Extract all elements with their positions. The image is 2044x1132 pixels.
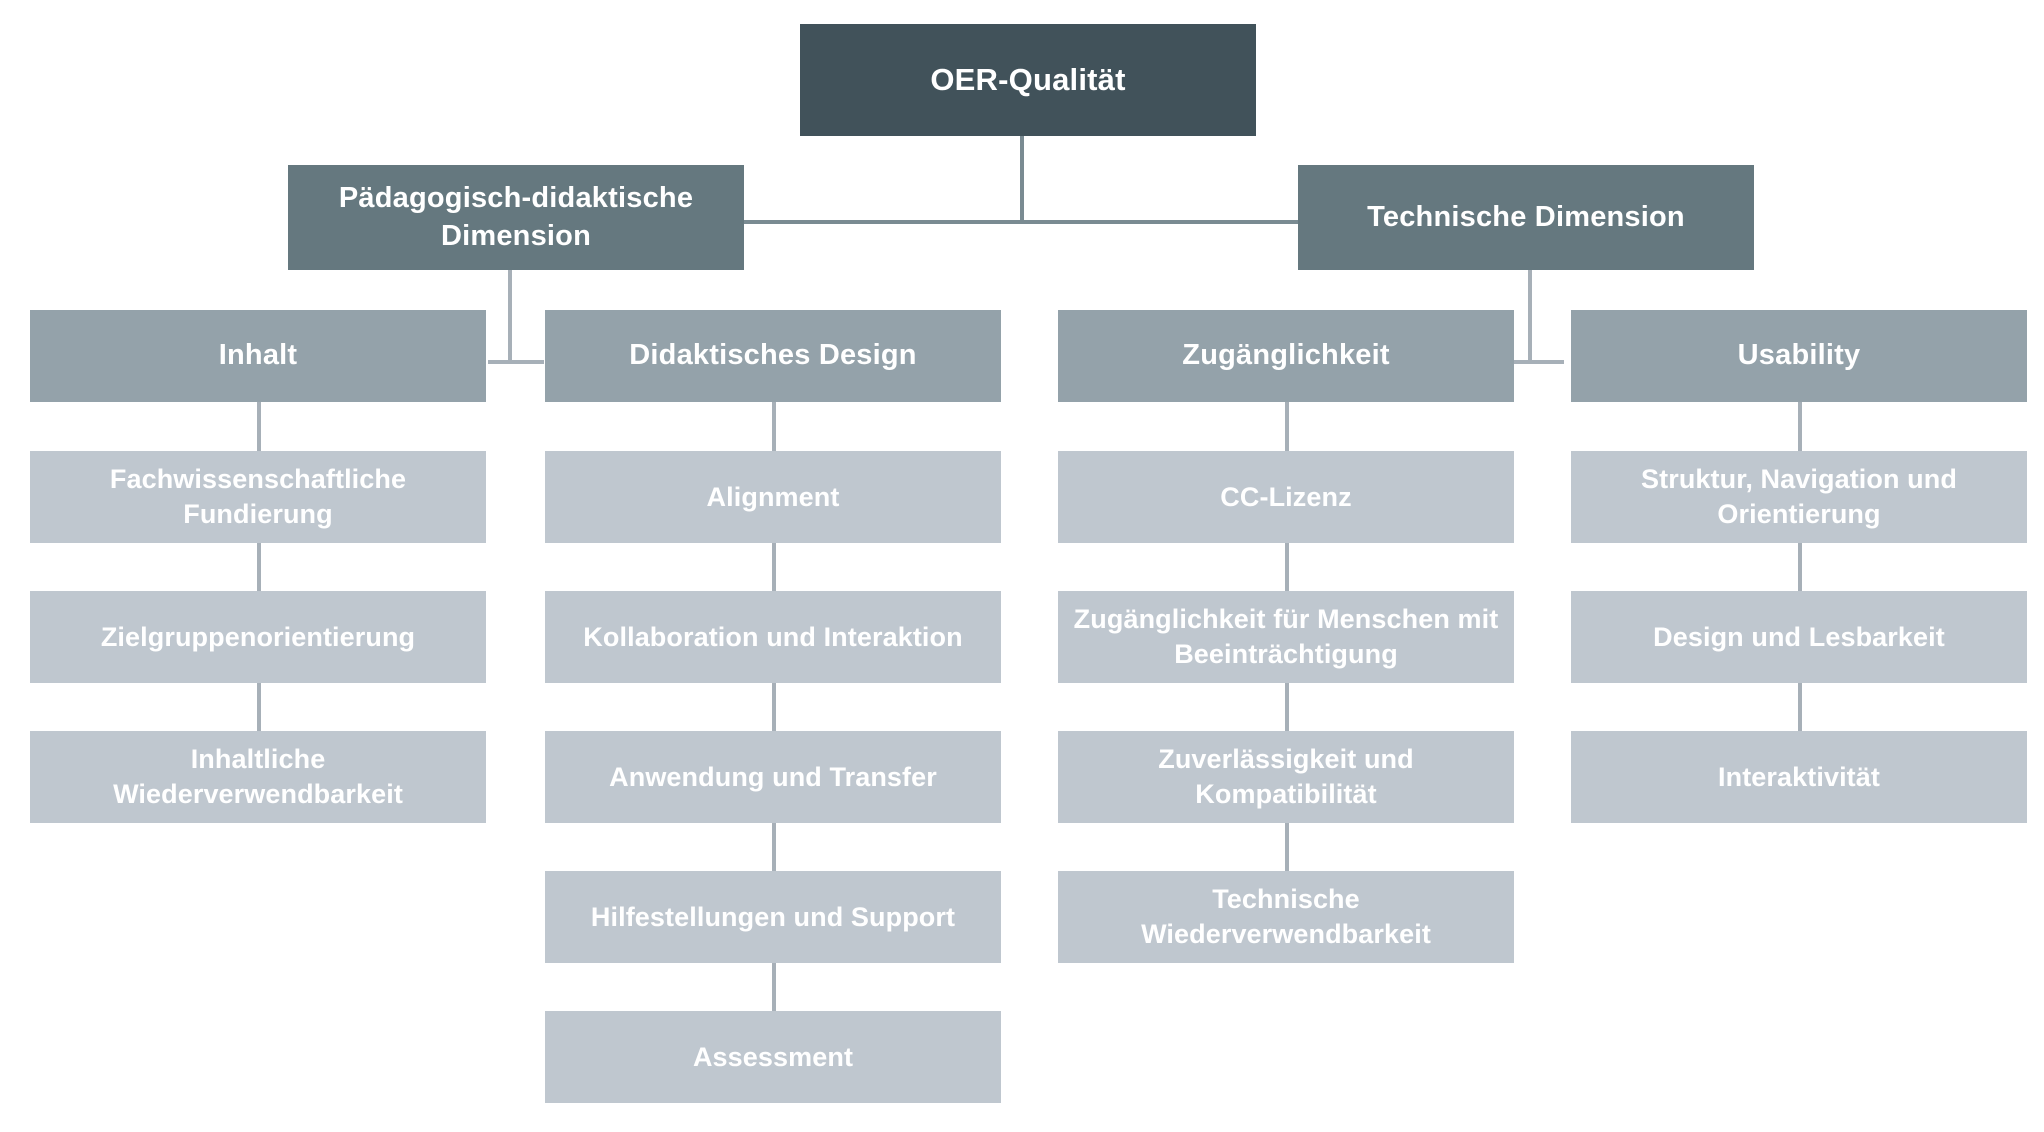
node-root-oer-qualitaet[interactable]: OER-Qualität: [800, 24, 1256, 136]
node-criterion-label: CC-Lizenz: [1220, 481, 1352, 512]
node-criterion-zugaenglichkeit-fuer-menschen-mit-beeintraechtigung[interactable]: Zugänglichkeit für Menschen mit Beeinträ…: [1058, 591, 1514, 683]
connector-technical-stem: [1528, 270, 1532, 362]
node-dimension-technische[interactable]: Technische Dimension: [1298, 165, 1754, 270]
node-criterion-label: Zugänglichkeit für Menschen mit Beeinträ…: [1073, 604, 1499, 669]
node-criterion-label: Hilfestellungen und Support: [590, 901, 956, 932]
node-criterion-zuverlaessigkeit-und-kompatibilitaet[interactable]: Zuverlässigkeit und Kompatibilität: [1058, 731, 1514, 823]
node-dimension-paedagogisch-didaktische[interactable]: Pädagogisch-didaktische Dimension: [288, 165, 744, 270]
node-criterion-anwendung-und-transfer[interactable]: Anwendung und Transfer: [545, 731, 1001, 823]
node-criterion-cc-lizenz[interactable]: CC-Lizenz: [1058, 451, 1514, 543]
node-category-1-label: Didaktisches Design: [629, 339, 917, 372]
node-category-3-label: Usability: [1737, 339, 1861, 372]
node-criterion-label: Fachwissenschaftliche Fundierung: [109, 464, 407, 529]
node-criterion-label: Interaktivität: [1718, 761, 1880, 792]
node-criterion-technische-wiederverwendbarkeit[interactable]: Technische Wiederverwendbarkeit: [1058, 871, 1514, 963]
node-criterion-interaktivitaet[interactable]: Interaktivität: [1571, 731, 2027, 823]
node-criterion-assessment[interactable]: Assessment: [545, 1011, 1001, 1103]
node-dimension-0-label: Pädagogisch-didaktische Dimension: [338, 182, 694, 252]
node-category-0-label: Inhalt: [218, 339, 298, 372]
node-category-didaktisches-design[interactable]: Didaktisches Design: [545, 310, 1001, 402]
node-criterion-hilfestellungen-und-support[interactable]: Hilfestellungen und Support: [545, 871, 1001, 963]
node-criterion-label: Alignment: [706, 481, 840, 512]
connector-pedagogic-stem: [508, 270, 512, 362]
connector-root-stem: [1020, 136, 1024, 222]
node-category-inhalt[interactable]: Inhalt: [30, 310, 486, 402]
connector-dimension-bus: [742, 220, 1298, 224]
node-criterion-design-und-lesbarkeit[interactable]: Design und Lesbarkeit: [1571, 591, 2027, 683]
node-criterion-alignment[interactable]: Alignment: [545, 451, 1001, 543]
connector-technical-category-bus: [1508, 360, 1564, 364]
node-criterion-kollaboration-und-interaktion[interactable]: Kollaboration und Interaktion: [545, 591, 1001, 683]
node-criterion-zielgruppenorientierung[interactable]: Zielgruppenorientierung: [30, 591, 486, 683]
connector-pedagogic-category-bus: [488, 360, 544, 364]
node-criterion-fachwissenschaftliche-fundierung[interactable]: Fachwissenschaftliche Fundierung: [30, 451, 486, 543]
node-criterion-label: Struktur, Navigation und Orientierung: [1641, 464, 1957, 529]
node-criterion-label: Technische Wiederverwendbarkeit: [1141, 884, 1431, 949]
node-dimension-1-label: Technische Dimension: [1367, 200, 1685, 233]
node-root-label: OER-Qualität: [930, 62, 1126, 98]
node-criterion-struktur-navigation-und-orientierung[interactable]: Struktur, Navigation und Orientierung: [1571, 451, 2027, 543]
node-criterion-label: Zielgruppenorientierung: [100, 621, 416, 652]
node-criterion-inhaltliche-wiederverwendbarkeit[interactable]: Inhaltliche Wiederverwendbarkeit: [30, 731, 486, 823]
node-criterion-label: Zuverlässigkeit und Kompatibilität: [1158, 744, 1414, 809]
node-criterion-label: Assessment: [692, 1041, 854, 1072]
node-category-usability[interactable]: Usability: [1571, 310, 2027, 402]
node-criterion-label: Design und Lesbarkeit: [1653, 621, 1945, 652]
node-category-2-label: Zugänglichkeit: [1182, 339, 1390, 372]
node-category-zugaenglichkeit[interactable]: Zugänglichkeit: [1058, 310, 1514, 402]
node-criterion-label: Anwendung und Transfer: [609, 761, 937, 792]
node-criterion-label: Inhaltliche Wiederverwendbarkeit: [113, 744, 403, 809]
node-criterion-label: Kollaboration und Interaktion: [583, 621, 963, 652]
